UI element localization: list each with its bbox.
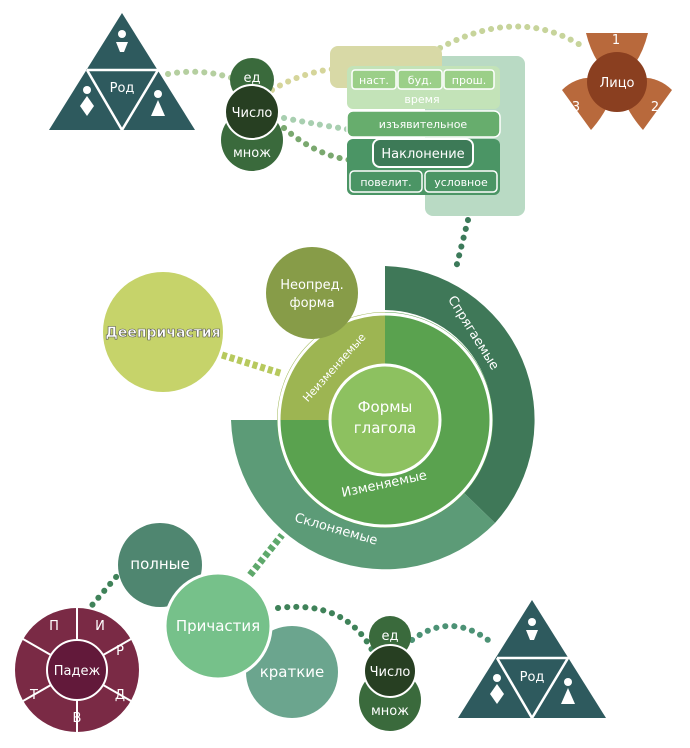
- gender-bottom-male-icon: [564, 678, 572, 686]
- connector-full-case: [85, 567, 125, 613]
- center-line1: Формы: [358, 398, 413, 416]
- bridge-participle: [247, 532, 285, 578]
- participle-full-label: полные: [130, 555, 189, 573]
- gender-bottom-neuter-icon: [528, 618, 536, 626]
- number-top-node[interactable]: ед Число множ: [221, 58, 283, 171]
- person-title: Лицо: [599, 76, 634, 91]
- case-node[interactable]: Падеж И Р Д В Т П: [15, 608, 139, 732]
- gender-top-title: Род: [110, 81, 135, 96]
- connector-mood-person: [437, 23, 588, 51]
- mood-conditional-box[interactable]: [424, 170, 498, 193]
- tense-future-label: буд.: [408, 74, 432, 87]
- gerund-node[interactable]: Деепричастия: [103, 272, 223, 392]
- ring-changing-border: [277, 312, 493, 528]
- number-top-sg: ед: [244, 71, 261, 86]
- connector-number-mood-top: [269, 65, 348, 93]
- gerund-label: Деепричастия: [105, 325, 220, 341]
- person-node[interactable]: Лицо 1 2 3: [562, 33, 672, 130]
- person-center: [587, 52, 647, 112]
- ring-conjugated[interactable]: [385, 266, 535, 523]
- case-letter-3: Д: [115, 688, 125, 703]
- participle-short-label: краткие: [260, 663, 325, 681]
- mood-imperative-label: повелит.: [360, 176, 411, 189]
- gender-top-male-icon: [154, 90, 162, 98]
- case-letter-2: Р: [116, 644, 124, 659]
- participle-circle: [163, 571, 273, 681]
- tense-present-label: наст.: [359, 74, 389, 87]
- center-line2: глагола: [354, 419, 417, 437]
- mood-panel: наст. буд. прош. время изъявительное Нак…: [330, 46, 525, 216]
- connectors: [85, 23, 588, 653]
- case-letter-1: И: [95, 619, 105, 634]
- connector-gender-number-top: [165, 68, 235, 81]
- case-letter-4: В: [73, 711, 82, 726]
- verb-forms-center[interactable]: [328, 363, 442, 477]
- gender-bottom-dividers: [495, 656, 571, 721]
- mood-title-box[interactable]: [372, 138, 474, 168]
- connector-number-mood-low: [281, 125, 353, 163]
- participle-node[interactable]: Причастия: [163, 571, 273, 681]
- mood-indicative-row[interactable]: [346, 110, 501, 138]
- infinitive-line2: форма: [289, 296, 334, 311]
- number-bottom-node[interactable]: ед Число множ: [359, 616, 421, 731]
- infinitive-node[interactable]: Неопред. форма: [266, 247, 358, 339]
- infinitive-circle: [266, 247, 358, 339]
- participle-short-circle: [246, 626, 338, 718]
- participle-label: Причастия: [176, 617, 260, 635]
- number-top-title: Число: [232, 106, 273, 121]
- bridge-gerund: [220, 351, 285, 378]
- tense-past[interactable]: [443, 69, 495, 90]
- bridges: [220, 351, 285, 578]
- mood-title-label: Наклонение: [381, 147, 464, 162]
- participle-short-node[interactable]: краткие: [246, 626, 338, 718]
- person-n1: 1: [612, 33, 620, 48]
- gender-top-female-icon: [83, 86, 91, 94]
- gender-top-node[interactable]: Род: [49, 13, 195, 133]
- tense-future[interactable]: [397, 69, 443, 90]
- gender-top-neuter-icon: [118, 30, 126, 38]
- mood-conditional-label: условное: [434, 176, 488, 189]
- connector-number-mood-mid: [281, 115, 355, 133]
- connector-mood-core: [452, 217, 471, 275]
- mood-imperative-box[interactable]: [349, 170, 423, 193]
- number-bottom-pl: множ: [371, 704, 409, 719]
- case-title: Падеж: [54, 664, 101, 679]
- ring-changing[interactable]: [277, 312, 493, 528]
- central-diagram: Формы глагола Спрягаемые Склоняемые Изме…: [231, 266, 535, 570]
- gerund-circle: [103, 272, 223, 392]
- gender-bottom-title: Род: [520, 670, 545, 685]
- number-bottom-title: Число: [370, 665, 411, 680]
- tense-present[interactable]: [351, 69, 397, 90]
- case-center: [46, 639, 108, 701]
- ring-nonchanging[interactable]: [277, 312, 385, 420]
- connector-number-gender-bottom: [409, 623, 491, 643]
- mood-indicative-label: изъявительное: [379, 118, 468, 131]
- case-letter-6: П: [49, 619, 59, 634]
- person-n2: 2: [651, 100, 659, 115]
- gender-bottom-female-icon: [493, 674, 501, 682]
- tense-past-label: прош.: [452, 74, 486, 87]
- number-bottom-sg: ед: [382, 629, 399, 644]
- infinitive-line1: Неопред.: [280, 278, 344, 293]
- connector-participle-number: [275, 604, 375, 653]
- number-bottom-center: [363, 644, 417, 698]
- number-top-pl: множ: [233, 146, 271, 161]
- number-top-center: [224, 84, 280, 140]
- gender-bottom-node[interactable]: Род: [458, 600, 606, 721]
- ring-declined[interactable]: [231, 420, 495, 570]
- case-letter-5: Т: [29, 688, 38, 703]
- time-label: время: [404, 93, 439, 106]
- person-n3: 3: [572, 100, 580, 115]
- gender-top-dividers: [85, 68, 161, 133]
